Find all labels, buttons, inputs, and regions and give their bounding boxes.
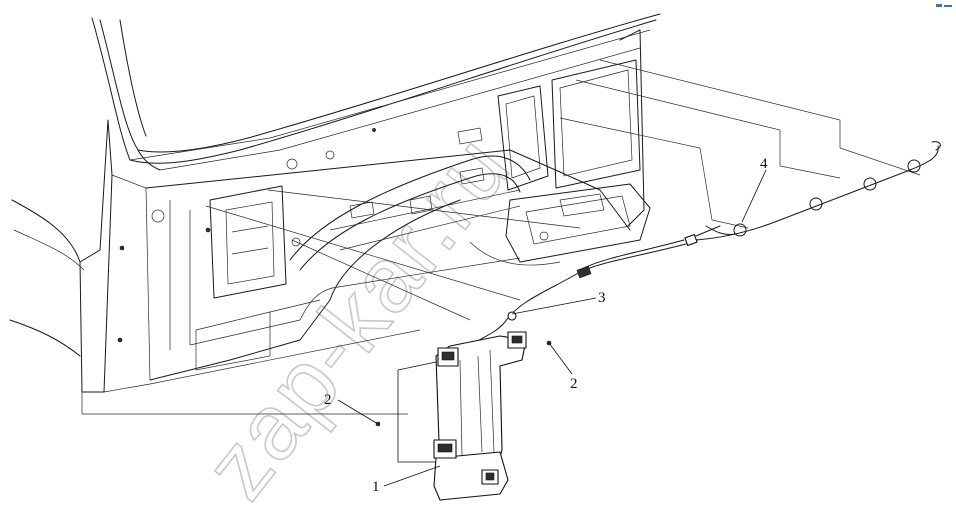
leader-lines xyxy=(337,169,767,487)
callout-2-left: 2 xyxy=(324,392,332,408)
callouts: 1 2 2 3 4 xyxy=(324,156,768,495)
cab-body xyxy=(9,13,661,415)
site-logo-icon xyxy=(936,4,952,7)
callout-2-right: 2 xyxy=(570,376,578,392)
cable-assembly-part-4 xyxy=(684,141,941,247)
assembly-lines xyxy=(205,59,921,321)
cable-part-3 xyxy=(469,239,687,347)
callout-3: 3 xyxy=(598,290,606,306)
callout-1: 1 xyxy=(372,479,380,495)
callout-4: 4 xyxy=(760,156,768,172)
bracket-part-1 xyxy=(375,331,527,501)
